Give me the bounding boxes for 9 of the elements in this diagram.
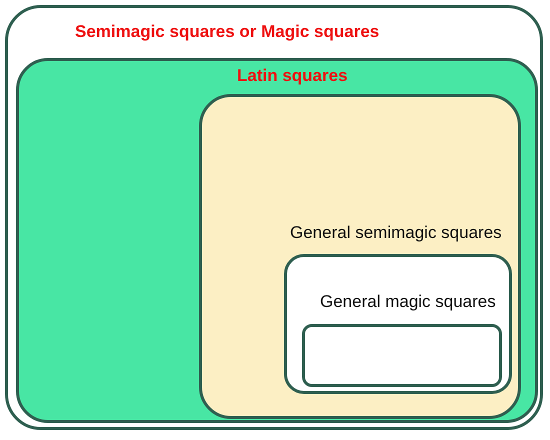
set-region: [5, 5, 543, 430]
set-region: [16, 58, 538, 423]
set-label: General semimagic squares: [290, 223, 502, 243]
set-region: [284, 254, 512, 394]
set-label: Latin squares: [237, 66, 348, 86]
set-label: Semimagic squares or Magic squares: [75, 22, 380, 42]
empty-box: [302, 324, 502, 387]
set-label: General magic squares: [320, 292, 496, 312]
set-region: [199, 94, 521, 419]
